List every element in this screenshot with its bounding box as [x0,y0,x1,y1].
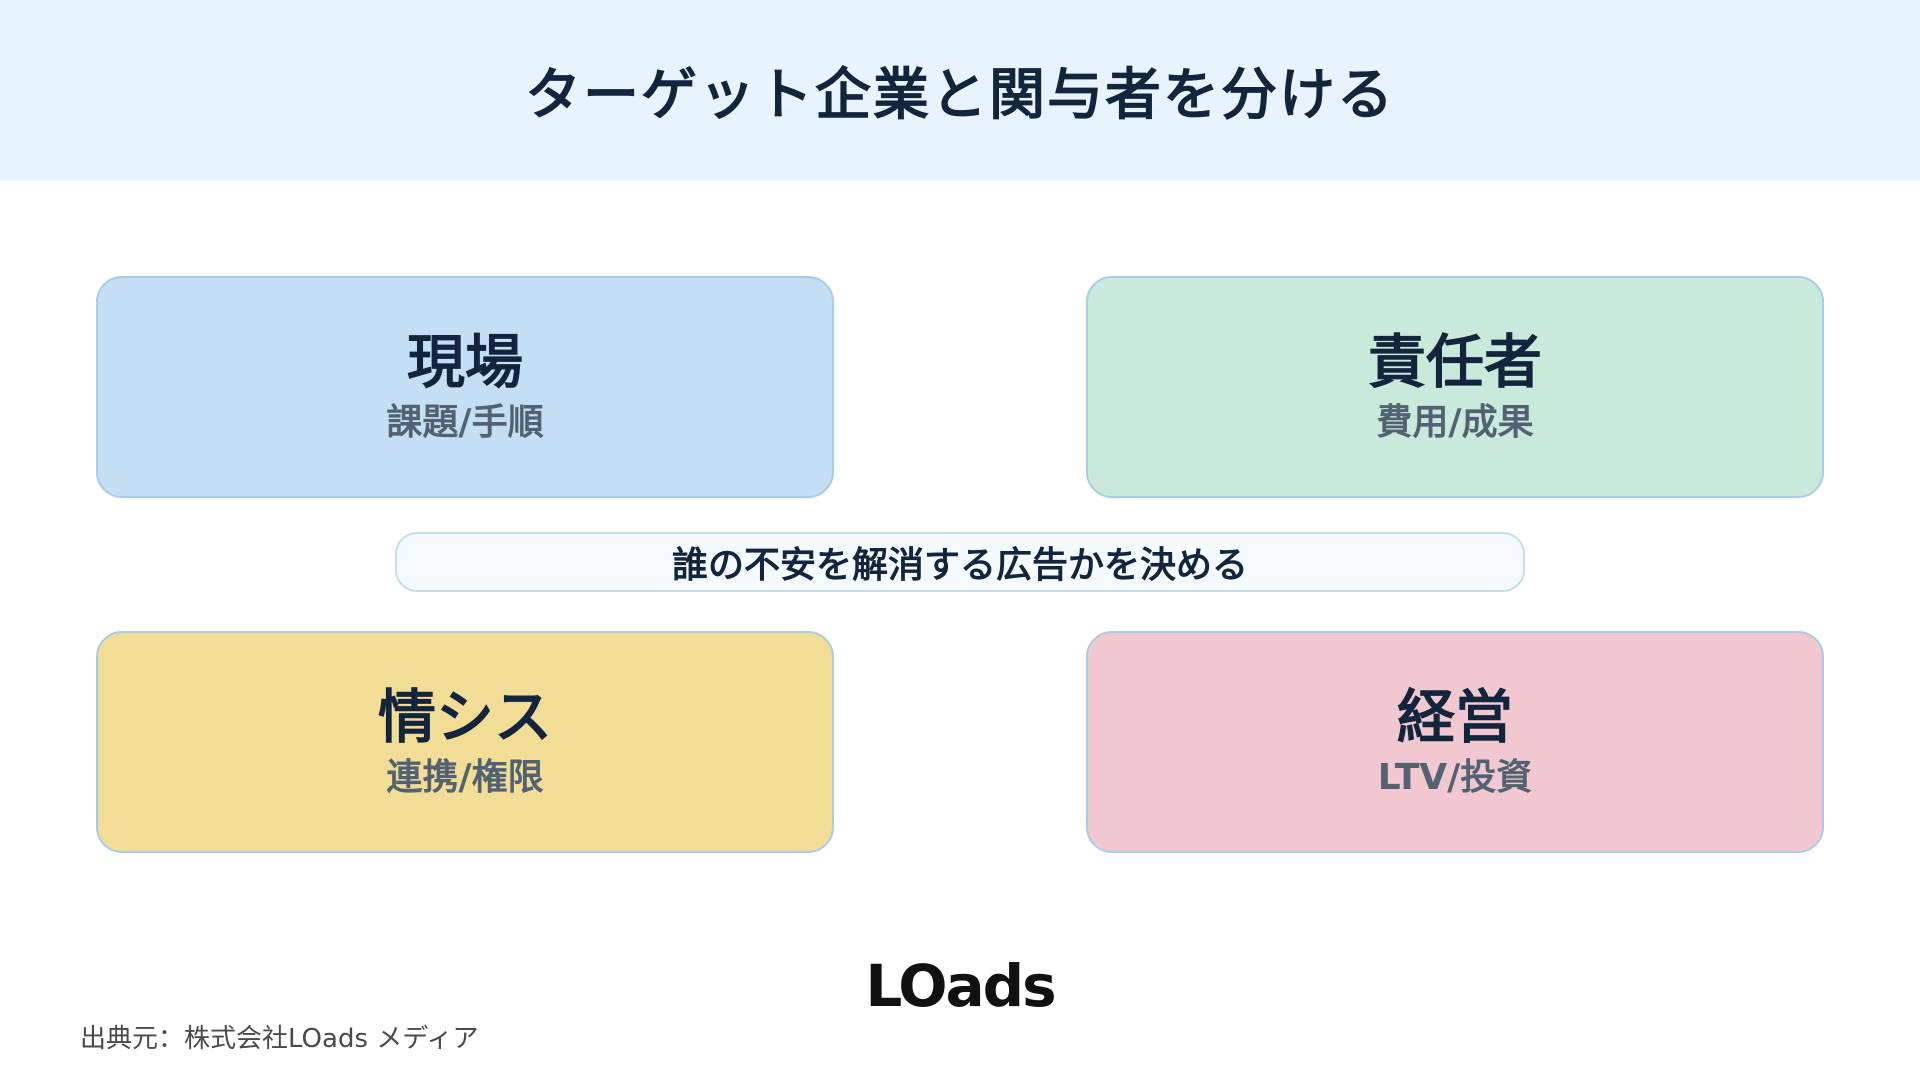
card-title: 経営 [1396,683,1513,752]
loads-logo: LOads [860,952,1060,1020]
page-title: ターゲット企業と関与者を分ける [525,63,1395,128]
card-genba: 現場 課題/手順 [96,276,834,498]
card-sekininsha: 責任者 費用/成果 [1086,276,1824,498]
card-keiei: 経営 LTV/投資 [1086,631,1824,853]
card-title: 現場 [406,328,523,397]
card-title: 責任者 [1367,328,1542,397]
center-message-label: 誰の不安を解消する広告かを決める [671,545,1248,586]
card-subtitle: LTV/投資 [1377,757,1533,799]
card-subtitle: 費用/成果 [1376,402,1534,444]
center-message: 誰の不安を解消する広告かを決める [395,532,1525,592]
header-band: ターゲット企業と関与者を分ける [0,0,1920,181]
card-subtitle: 連携/権限 [386,757,544,799]
card-subtitle: 課題/手順 [386,402,544,444]
source-credit: 出典元：株式会社LOads メディア [80,1024,479,1054]
card-joshisu: 情シス 連携/権限 [96,631,834,853]
logo-text: LOads [865,952,1056,1020]
card-title: 情シス [377,683,552,752]
